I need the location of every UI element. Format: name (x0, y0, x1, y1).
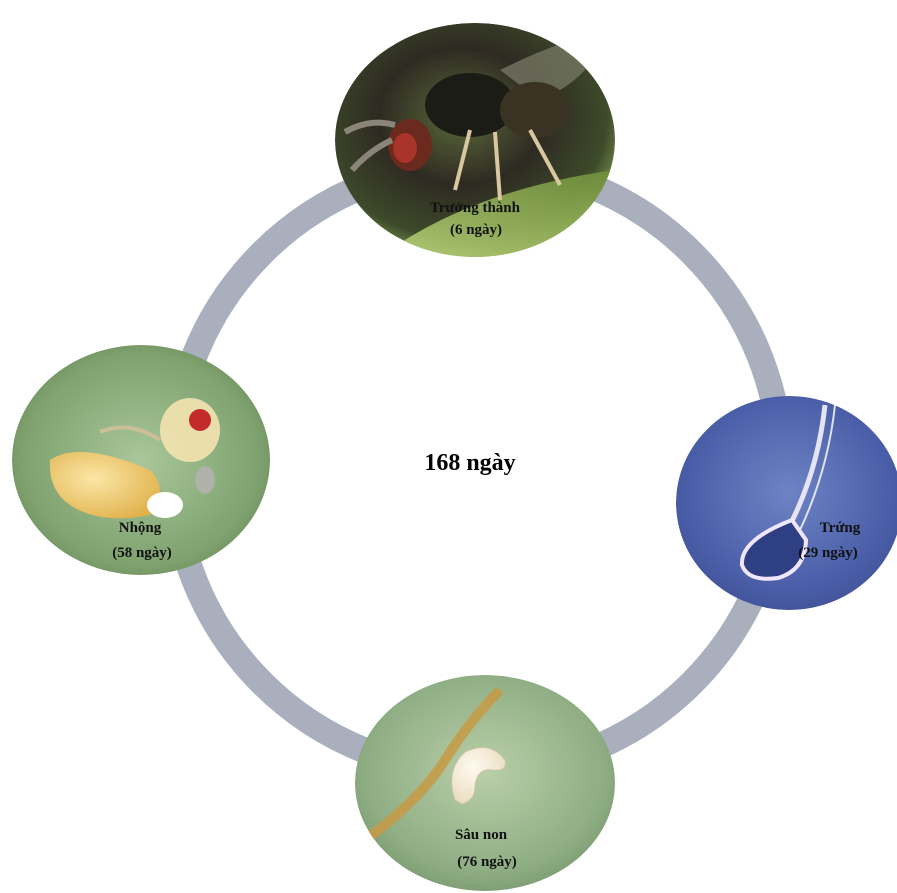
stage-egg: Trứng (29 ngày) (676, 396, 897, 610)
cycle-total-label: 168 ngày (424, 450, 515, 476)
stage-larva: Sâu non (76 ngày) (355, 675, 615, 891)
stage-adult-name: Trưởng thành (430, 200, 521, 216)
egg-photo (676, 396, 897, 610)
stage-egg-duration: (29 ngày) (798, 545, 858, 561)
stage-adult-duration: (6 ngày) (450, 222, 502, 238)
stage-pupa-name: Nhộng (119, 520, 162, 536)
stage-larva-name: Sâu non (455, 827, 508, 843)
stage-pupa: Nhộng (58 ngày) (12, 345, 270, 575)
stage-egg-name: Trứng (820, 520, 861, 536)
stage-larva-duration: (76 ngày) (457, 854, 517, 870)
pupa-photo (12, 345, 270, 575)
stage-adult: Trưởng thành (6 ngày) (335, 23, 615, 257)
stage-pupa-duration: (58 ngày) (112, 545, 172, 561)
